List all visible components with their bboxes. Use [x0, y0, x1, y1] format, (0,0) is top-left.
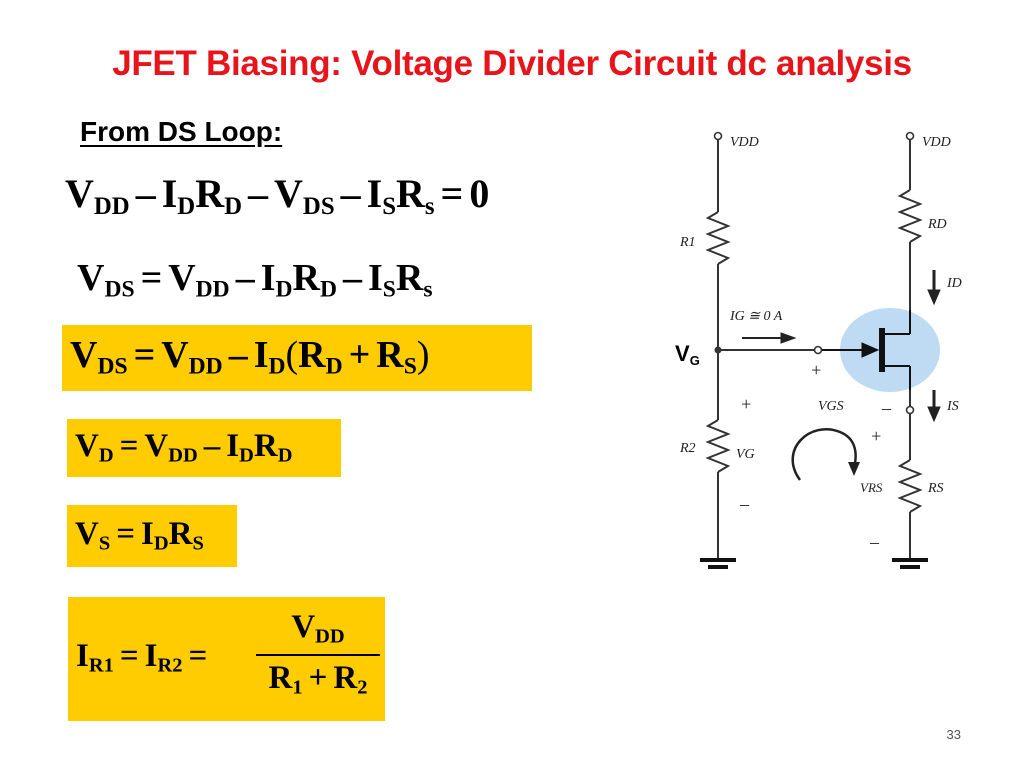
- minus-vrs: –: [869, 532, 880, 552]
- plus-vrs: +: [870, 426, 882, 446]
- minus-source: –: [881, 398, 892, 418]
- equation-vds-expanded: VDS=VDD–IDRD–ISRs: [77, 257, 433, 303]
- id-label: ID: [946, 276, 962, 291]
- minus-vg: –: [739, 494, 750, 514]
- jfet-highlight: [840, 308, 940, 392]
- vgs-label: VGS: [818, 399, 844, 414]
- vdd-right-label: VDD: [922, 135, 951, 150]
- equation-vd: VD=VDD–IDRD: [67, 419, 341, 477]
- equation-vds-highlighted: VDS=VDD–ID(RD+RS): [62, 325, 532, 391]
- r1-label: R1: [679, 235, 696, 250]
- equation-vs: VS=IDRS: [67, 505, 237, 567]
- rd-resistor: [897, 189, 923, 243]
- vdd-left-label: VDD: [730, 135, 759, 150]
- vg-node-label: VG: [736, 447, 755, 462]
- ig-label: IG ≅ 0 A: [729, 309, 783, 324]
- rd-label: RD: [927, 217, 947, 232]
- r2-resistor: [705, 419, 731, 473]
- rs-resistor: [897, 459, 923, 513]
- page-number: 33: [946, 727, 961, 742]
- plus-gate: +: [810, 360, 822, 380]
- r1-resistor: [705, 211, 731, 265]
- equation-ds-loop-kvl: VDD–IDRD–VDS–ISRs=0: [65, 171, 490, 220]
- vg-annotation: VG: [675, 341, 700, 368]
- slide-subtitle: From DS Loop:: [80, 116, 283, 147]
- rs-label: RS: [927, 481, 944, 496]
- slide-title: JFET Biasing: Voltage Divider Circuit dc…: [112, 44, 912, 83]
- is-label: IS: [946, 399, 959, 414]
- r2-label: R2: [679, 441, 696, 456]
- jfet-voltage-divider-circuit: VDD VDD R1 R2 RD RS ID IS IG ≅ 0 A VGS V…: [679, 131, 962, 569]
- vrs-label: VRS: [860, 480, 883, 495]
- plus-vg: +: [740, 394, 752, 414]
- equation-divider-current: IR1=IR2= VDD R1+R2: [68, 597, 385, 721]
